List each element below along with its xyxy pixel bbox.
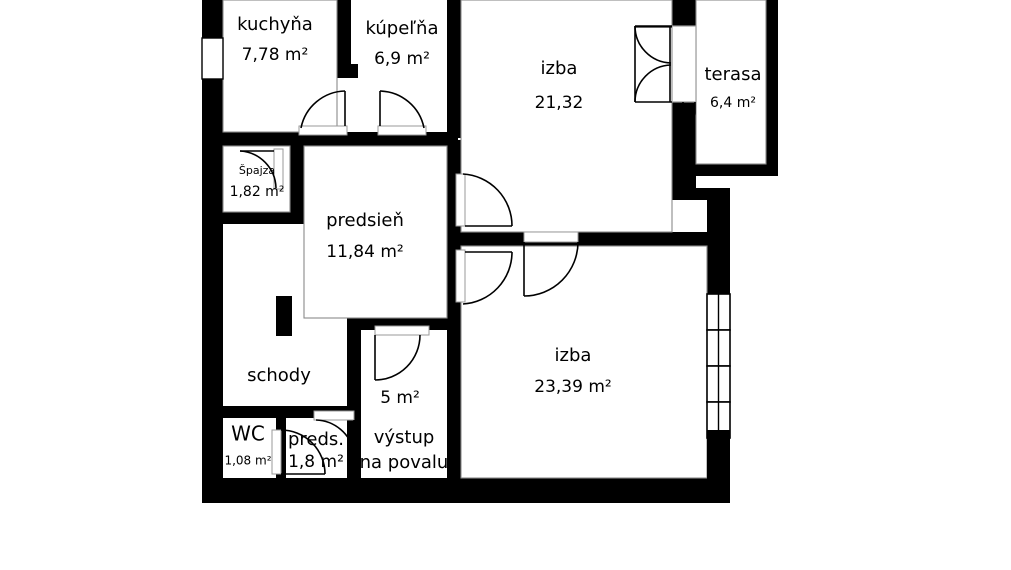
label-spajza-name: Špajza bbox=[239, 164, 275, 177]
label-komora-area: 5 m² bbox=[380, 388, 420, 408]
terrace-rail-icon bbox=[682, 102, 696, 120]
label-kupelna-name: kúpeľňa bbox=[366, 18, 439, 39]
door-frame-izba-dolna-top bbox=[523, 231, 579, 243]
label-izba-horna-name: izba bbox=[541, 58, 578, 79]
door-arc-izba-horna bbox=[462, 173, 513, 227]
label-wc-area: 1,08 m² bbox=[224, 454, 271, 468]
label-predsien-area: 11,84 m² bbox=[326, 242, 403, 262]
door-arc-preds bbox=[315, 419, 355, 453]
door-arc-spajza bbox=[239, 150, 277, 189]
room-izba-horna-floor bbox=[461, 0, 672, 232]
label-wc-name: WC bbox=[231, 422, 265, 446]
label-kuchyna-area: 7,78 m² bbox=[242, 45, 309, 65]
door-wc bbox=[271, 429, 326, 475]
door-izba-horna bbox=[455, 173, 513, 227]
wall-komora-izba bbox=[447, 326, 461, 478]
stair-newel-post-top bbox=[276, 296, 292, 336]
label-vystup-area: na povalu bbox=[360, 452, 449, 473]
door-izba-dolna-left bbox=[455, 249, 513, 305]
label-izba-dolna-area: 23,39 m² bbox=[534, 377, 611, 397]
door-spajza bbox=[239, 148, 284, 190]
wall-exterior-left bbox=[202, 0, 223, 503]
door-frame-kupelna bbox=[377, 125, 427, 136]
window-izba-dolna-right bbox=[706, 293, 731, 439]
door-frame-terasa bbox=[671, 25, 697, 103]
door-kupelna bbox=[377, 90, 427, 136]
door-frame-spajza bbox=[273, 148, 284, 190]
label-schody-name: schody bbox=[247, 365, 311, 386]
door-arc-komora bbox=[374, 334, 421, 381]
door-frame-preds bbox=[313, 410, 355, 421]
room-wc-floor bbox=[223, 418, 276, 478]
door-arc-wc bbox=[280, 429, 326, 475]
door-frame-izba-dolna-left bbox=[455, 249, 466, 303]
door-arc-kuchyna bbox=[300, 90, 346, 129]
door-komora bbox=[374, 325, 430, 381]
room-kuchyna-floor bbox=[223, 0, 337, 132]
label-kupelna-area: 6,9 m² bbox=[374, 49, 430, 69]
label-preds-name: preds. bbox=[288, 429, 344, 450]
label-izba-horna-area: 21,32 bbox=[535, 93, 584, 113]
doors-group bbox=[239, 25, 697, 475]
room-terasa-floor bbox=[696, 0, 766, 164]
wall-kuchyna-step bbox=[337, 64, 358, 78]
label-predsien-name: predsieň bbox=[326, 210, 404, 231]
wall-exterior-bottom bbox=[202, 478, 730, 503]
door-arc-kupelna bbox=[379, 90, 425, 129]
label-vystup-name: výstup bbox=[374, 427, 435, 448]
room-izba-dolna-floor bbox=[461, 246, 707, 478]
rooms-interior-group bbox=[223, 0, 766, 478]
wall-right-jog bbox=[672, 188, 730, 200]
door-frame-izba-horna bbox=[455, 173, 466, 227]
label-preds-area: 1,8 m² bbox=[288, 452, 344, 472]
windows-group bbox=[201, 37, 731, 482]
label-izba-dolna-name: izba bbox=[555, 345, 592, 366]
window-kuchyna-left bbox=[201, 37, 224, 80]
outline-spajza bbox=[222, 145, 291, 213]
door-arc-izba-dolna-left bbox=[462, 251, 513, 305]
door-preds bbox=[313, 410, 355, 453]
wall-terrace-bottom bbox=[690, 164, 778, 176]
door-arc-izba-dolna-top bbox=[523, 241, 579, 297]
outline-predsien bbox=[303, 145, 448, 319]
label-spajza-area: 1,82 m² bbox=[230, 184, 285, 200]
wall-below-window-run bbox=[707, 430, 730, 482]
wall-kuchyna-kupelna bbox=[337, 0, 351, 73]
wall-spajza-bottom bbox=[214, 212, 296, 224]
wall-schody-right bbox=[347, 326, 361, 478]
door-terasa-double bbox=[634, 25, 697, 120]
wall-izba-horna-bottom bbox=[457, 232, 707, 246]
door-izba-dolna-top bbox=[523, 231, 579, 297]
room-kupelna-floor bbox=[351, 0, 447, 64]
door-frame-kuchyna bbox=[298, 125, 348, 136]
door-frame-komora bbox=[374, 325, 430, 336]
wall-exterior-right-terrace bbox=[766, 0, 778, 176]
door-frame-wc bbox=[271, 429, 282, 475]
room-labels-group: kuchyňa 7,78 m² kúpeľňa 6,9 m² izba 21,3… bbox=[224, 14, 761, 473]
door-kuchyna bbox=[298, 90, 348, 136]
label-terasa-area: 6,4 m² bbox=[710, 95, 756, 111]
label-kuchyna-name: kuchyňa bbox=[237, 14, 313, 35]
label-terasa-name: terasa bbox=[705, 64, 762, 85]
wall-kupelna-izba bbox=[447, 0, 461, 138]
